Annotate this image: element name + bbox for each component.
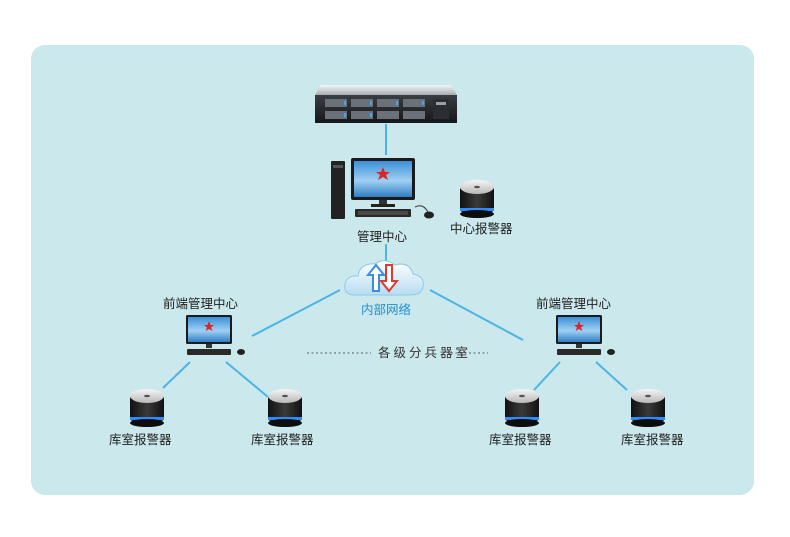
link-front-left-alarm-2 bbox=[225, 361, 269, 398]
link-front-right-alarm-3 bbox=[533, 361, 561, 391]
alarm-device-icon bbox=[268, 389, 302, 427]
link-front-right-alarm-4 bbox=[595, 361, 628, 391]
network-cloud-icon bbox=[344, 260, 424, 296]
front-computer-right-icon bbox=[556, 315, 615, 355]
center-alarm-label: 中心报警器 bbox=[450, 221, 513, 236]
download-arrow-icon bbox=[378, 264, 400, 293]
front-computer-left-icon bbox=[186, 315, 245, 355]
link-front-left-alarm-1 bbox=[162, 361, 191, 389]
management-center-label: 管理中心 bbox=[357, 229, 408, 244]
upload-arrow-icon bbox=[365, 263, 387, 292]
link-cloud-front-right bbox=[429, 289, 524, 341]
intranet-label: 内部网络 bbox=[361, 302, 412, 317]
alarm-device-icon bbox=[130, 389, 164, 427]
front-management-left-label: 前端管理中心 bbox=[163, 296, 239, 311]
alarm-device-icon bbox=[505, 389, 539, 427]
storeroom-alarm-label: 库室报警器 bbox=[251, 432, 314, 447]
alarm-device-icon bbox=[460, 180, 494, 218]
storeroom-alarm-label: 库室报警器 bbox=[109, 432, 172, 447]
storeroom-alarm-label: 库室报警器 bbox=[489, 432, 552, 447]
rack-server-icon bbox=[315, 85, 457, 123]
branch-armory-group-label: 各级分兵器室 bbox=[378, 345, 472, 360]
front-management-right-label: 前端管理中心 bbox=[536, 296, 612, 311]
alarm-device-icon bbox=[631, 389, 665, 427]
desktop-computer-icon bbox=[331, 158, 434, 219]
link-cloud-front-left bbox=[251, 289, 341, 337]
storeroom-alarm-label: 库室报警器 bbox=[621, 432, 684, 447]
